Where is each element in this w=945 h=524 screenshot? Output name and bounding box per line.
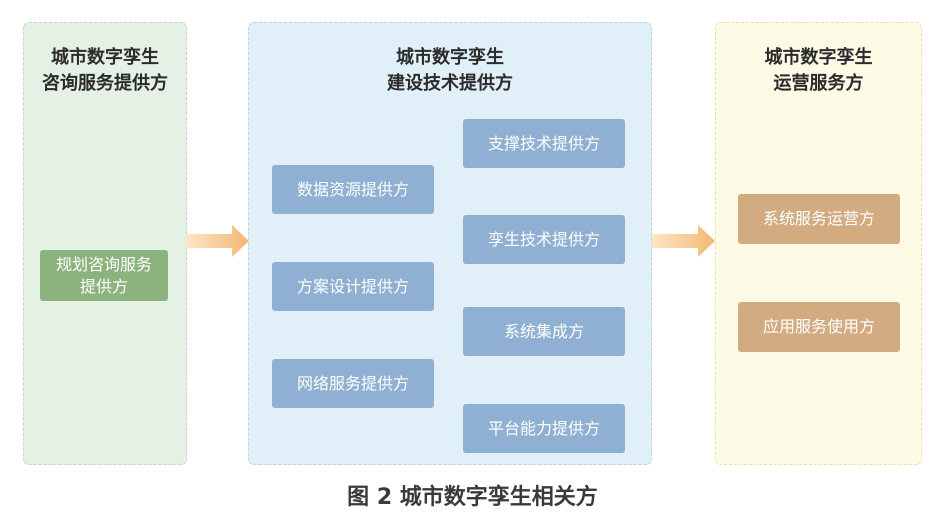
construction-panel: 城市数字孪生 建设技术提供方 数据资源提供方 方案设计提供方 网络服务提供方 支…: [248, 22, 652, 465]
planning-consulting-line1: 规划咨询服务: [55, 254, 152, 274]
application-service-user-box: 应用服务使用方: [738, 302, 900, 352]
operation-title-line2: 运营服务方: [773, 73, 864, 94]
system-service-operator-box: 系统服务运营方: [738, 194, 900, 244]
network-service-provider-box: 网络服务提供方: [272, 359, 434, 408]
system-integrator-box: 系统集成方: [463, 307, 625, 356]
construction-title-line1: 城市数字孪生: [396, 47, 504, 68]
arrow-right-icon: [652, 225, 715, 257]
data-resource-provider-box: 数据资源提供方: [272, 165, 434, 214]
figure-caption: 图 2 城市数字孪生相关方: [347, 485, 598, 510]
planning-consulting-box: 规划咨询服务 提供方: [40, 250, 168, 301]
planning-consulting-line2: 提供方: [79, 276, 128, 296]
twin-tech-provider-box: 孪生技术提供方: [463, 215, 625, 264]
consulting-title-line1: 城市数字孪生: [51, 47, 159, 68]
operation-panel-title: 城市数字孪生 运营服务方: [716, 45, 921, 97]
operation-panel: 城市数字孪生 运营服务方 系统服务运营方 应用服务使用方: [715, 22, 922, 465]
operation-title-line1: 城市数字孪生: [764, 47, 873, 68]
consulting-title-line2: 咨询服务提供方: [42, 73, 168, 94]
consulting-panel: 城市数字孪生 咨询服务提供方 规划咨询服务 提供方: [23, 22, 187, 465]
support-tech-provider-box: 支撑技术提供方: [463, 119, 625, 168]
platform-capability-provider-box: 平台能力提供方: [463, 404, 625, 453]
consulting-panel-title: 城市数字孪生 咨询服务提供方: [24, 45, 186, 97]
arrow-right-icon: [186, 225, 249, 257]
construction-panel-title: 城市数字孪生 建设技术提供方: [249, 45, 651, 97]
solution-design-provider-box: 方案设计提供方: [272, 262, 434, 311]
construction-title-line2: 建设技术提供方: [387, 73, 513, 94]
